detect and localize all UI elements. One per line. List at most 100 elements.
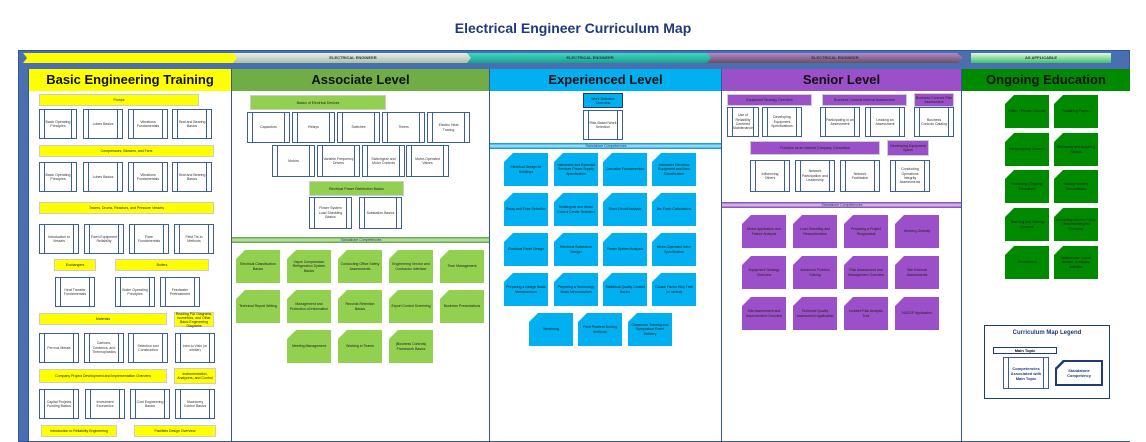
comp: Switches: [337, 112, 380, 143]
topic-materials: Materials: [39, 313, 167, 325]
topic-equipment-strategy: Equipment Strategy Overview: [727, 94, 812, 106]
comp: Basic Operating Principles: [39, 162, 77, 192]
column-experienced: Experienced Level Work Selection Overvie…: [489, 69, 722, 441]
comp: Ferrous Metals: [39, 333, 79, 363]
topic-risk-assessment: Business Controls Risk Assessment: [914, 93, 954, 107]
standalone-competency: Incident Risk Analysis Tool: [844, 297, 888, 330]
column-heading-senior: Senior Level: [722, 69, 961, 91]
comp: Timers: [382, 112, 425, 143]
standalone-competency: Statistical Quality Control Basics: [603, 273, 647, 306]
comp: Investment Economics: [85, 389, 125, 419]
standalone-competency: Mentoring (Ongoing Education): [1005, 170, 1049, 203]
arrow-senior: ELECTRICAL ENGINEER: [707, 53, 963, 63]
topic-facilities: Facilities Design Overview: [134, 425, 216, 437]
standalone-competency: Electrical Design for Buildings: [504, 153, 548, 186]
standalone-competency: Classroom Training and Symposium Event D…: [628, 313, 672, 346]
comp: Capacitors: [247, 112, 290, 143]
standalone-competency: Management and Protection of Information: [287, 290, 331, 323]
standalone-competency: Joining Industry Associations: [1054, 170, 1098, 203]
comp: Selection and Construction: [128, 333, 168, 363]
standalone-competency: Electrical Classification Basics: [236, 250, 280, 283]
standalone-band-senior: Standalone Competencies: [722, 202, 962, 208]
standalone-competency: Technical Report Writing: [236, 290, 280, 323]
standalone-competency: Preparing a Design Basis Memorandum: [504, 273, 548, 306]
legend-competencies: Competencies Associated with Main Topic: [1003, 357, 1049, 389]
standalone-competency: Site External Assessments: [895, 256, 939, 289]
standalone-competency: Load Shedding and Reacceleration: [793, 215, 837, 248]
standalone-competency: Preparing a Project Reappraisal: [844, 215, 888, 248]
comp: Heat Transfer Fundamentals: [55, 277, 95, 307]
comp: Relays: [292, 112, 335, 143]
comp: Vibrations Fundamentals: [128, 109, 168, 139]
standalone-competency: Technical Quality Assessment Application: [793, 297, 837, 330]
standalone-competency: Relay and Fuse Selection: [504, 193, 548, 226]
comp: Business Controls Catalog: [914, 107, 954, 137]
comp: Boiler Operating Principles: [115, 277, 155, 307]
standalone-competency: Meeting Management: [287, 330, 331, 363]
comp: Developing Equipment Specifications: [762, 107, 802, 137]
topic-power-distribution: Electrical Power Distribution Basics: [309, 181, 404, 196]
comp: Variable Frequency Drivers: [317, 145, 360, 177]
arrow-as-applicable: AS APPLICABLE: [971, 53, 1111, 63]
comp: Field Tie-in Methods: [174, 224, 214, 254]
arrow-experienced: ELECTRICAL ENGINEER: [467, 53, 713, 63]
standalone-competency: Advanced Problem Solving: [793, 256, 837, 289]
topic-equipment-specs: Developing Equipment Specs: [887, 140, 929, 156]
topic-electrical-devices: Basics of Electrical Devices: [250, 95, 386, 110]
topic-project: Company Project Development and Implemen…: [39, 369, 167, 383]
standalone-competency: Electrical Substation Design: [554, 233, 598, 266]
comp: Introduction to Vessels: [39, 224, 79, 254]
standalone-competency: Arc Flash Calculations: [652, 193, 696, 226]
column-heading-associate: Associate Level: [232, 69, 489, 91]
standalone-competency: Switchgear and Motor Control Center Sele…: [554, 193, 598, 226]
standalone-competency: Instrument and Essential Services Power …: [554, 153, 598, 186]
standalone-competency: Time Management: [440, 250, 484, 283]
legend-main-topic: Main Topic: [993, 347, 1057, 354]
topic-diagrams: Reading P&I Diagrams, Isometrics, and Ot…: [174, 311, 214, 328]
column-associate: Associate Level Basics of Electrical Dev…: [231, 69, 490, 441]
topic-compressors: Compressors, Blowers, and Fans: [39, 145, 214, 157]
standalone-competency: Advanced Electrical Equipment and Area C…: [652, 153, 696, 186]
comp: Influencing Others: [750, 160, 790, 192]
comp: Intro to Visio (or similar): [175, 333, 215, 363]
comp: Network Participation and Leadership: [795, 160, 835, 192]
topic-exchangers: Exchangers: [54, 259, 96, 271]
standalone-competency: Mentoring: [529, 313, 573, 346]
standalone-competency: HAZOP Application: [895, 297, 939, 330]
standalone-competency: Interacting with the Public / Representi…: [1054, 208, 1098, 241]
standalone-competency: Preparing a Technology Basis Memorandum: [554, 273, 598, 306]
comp: Flare Fundamentals: [129, 224, 169, 254]
comp: Participating in an Assessment: [820, 107, 860, 137]
column-heading-ongoing: Ongoing Education: [962, 69, 1130, 91]
comp: Lubes Basics: [83, 109, 123, 139]
legend: Curriculum Map Legend Main Topic Compete…: [984, 325, 1110, 399]
standalone-competency: Motor-Operated Valve Specification: [652, 233, 696, 266]
comp: Cost Engineering Basics: [130, 389, 170, 419]
standalone-competency: Public / Private Courses: [1005, 95, 1049, 128]
standalone-competency: (Business Controls) Framework Basics: [389, 330, 433, 363]
standalone-competency: Export Control Screening: [389, 290, 433, 323]
comp: Motor-Operated Valves: [406, 145, 449, 177]
legend-title: Curriculum Map Legend: [1012, 330, 1082, 336]
comp: Electric Heat Tracing: [427, 112, 470, 143]
legend-standalone: Standalone Competency: [1057, 362, 1101, 384]
topic-pumps: Pumps: [39, 94, 199, 106]
standalone-competency: Motor Application and Failure Analysis: [742, 215, 786, 248]
topic-boilers: Boilers: [115, 259, 209, 271]
standalone-competency: Site Assessment and Improvement Overview: [742, 297, 786, 330]
standalone-competency: Working Globally: [895, 215, 939, 248]
page-title: Electrical Engineer Curriculum Map: [454, 20, 692, 36]
curriculum-frame: ALL ENGINEERS ELECTRICAL ENGINEER ELECTR…: [18, 50, 1130, 442]
standalone-competency: Recruitment: [1005, 246, 1049, 279]
standalone-competency: Vapor Compression Refrigeration System B…: [287, 250, 331, 283]
comp: Risk-Based Work Selection: [583, 110, 623, 140]
legend-standalone-shape: Standalone Competency: [1055, 360, 1103, 386]
standalone-competency: Working in Teams: [338, 330, 382, 363]
standalone-competency: Equipment Strategy Overview: [742, 256, 786, 289]
standalone-competency: Engineering Vendor and Contractor Interf…: [389, 250, 433, 283]
comp: Leading an Assessment: [865, 107, 905, 137]
standalone-competency: Teaching and Owning Courses: [1005, 208, 1049, 241]
column-ongoing: Ongoing Education Public / Private Cours…: [961, 69, 1130, 441]
topic-reliability: Introduction to Reliability Engineering: [41, 425, 117, 437]
topic-instrumentation: Instrumentation, Analyzers, and Control: [174, 368, 216, 384]
